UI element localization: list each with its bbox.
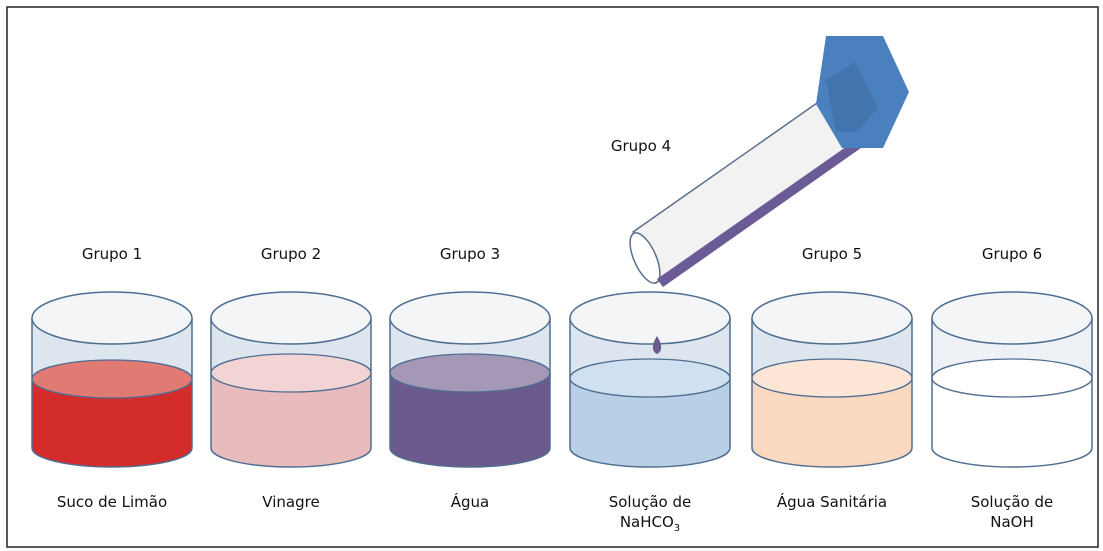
beaker-rim-4 [569, 291, 731, 345]
liquid-5-label: Água Sanitária [776, 493, 888, 511]
group-5-label: Grupo 5 [801, 245, 863, 263]
liquid-surface-4 [569, 358, 731, 398]
beaker-2 [210, 291, 372, 468]
beaker-3 [389, 291, 551, 468]
group-1-label: Grupo 1 [81, 245, 143, 263]
liquid-surface-3 [389, 353, 551, 393]
liquid-1-label: Suco de Limão [56, 493, 168, 511]
liquid-surface-2 [210, 353, 372, 393]
liquid-surface-1 [31, 359, 193, 399]
beaker-rim-6 [931, 291, 1093, 345]
liquid-4-formula-subscript: 3 [673, 523, 681, 534]
beaker-rim-3 [389, 291, 551, 345]
beaker-5 [751, 291, 913, 468]
dropper-tip [629, 232, 661, 284]
beaker-rim-5 [751, 291, 913, 345]
liquid-surface-5 [751, 358, 913, 398]
liquid-2-label: Vinagre [262, 493, 320, 511]
liquid-surface-6 [931, 358, 1093, 398]
group-2-label: Grupo 2 [260, 245, 322, 263]
frame-border [6, 6, 1099, 548]
drop [652, 336, 662, 354]
liquid-4-formula: NaHCO [619, 513, 674, 531]
liquid-6-label-line1: Solução de [970, 493, 1054, 511]
group-3-label: Grupo 3 [439, 245, 501, 263]
liquid-4-label-line1: Solução de [608, 493, 692, 511]
group-4-label: Grupo 4 [610, 137, 672, 155]
group-6-label: Grupo 6 [981, 245, 1043, 263]
liquid-3-label: Água [450, 493, 490, 511]
beaker-1 [31, 291, 193, 468]
liquid-6-label-line2: NaOH [990, 513, 1034, 531]
dropper-stripe [657, 128, 878, 287]
beaker-6 [931, 291, 1093, 468]
dropper [629, 36, 909, 354]
beaker-4 [569, 291, 731, 468]
liquid-4-label-line2: NaHCO3 [565, 512, 735, 534]
beaker-rim-2 [210, 291, 372, 345]
liquid-4-label: Solução de NaHCO3 [565, 492, 735, 534]
beaker-rim-1 [31, 291, 193, 345]
liquid-6-label: Solução de NaOH [927, 492, 1097, 532]
